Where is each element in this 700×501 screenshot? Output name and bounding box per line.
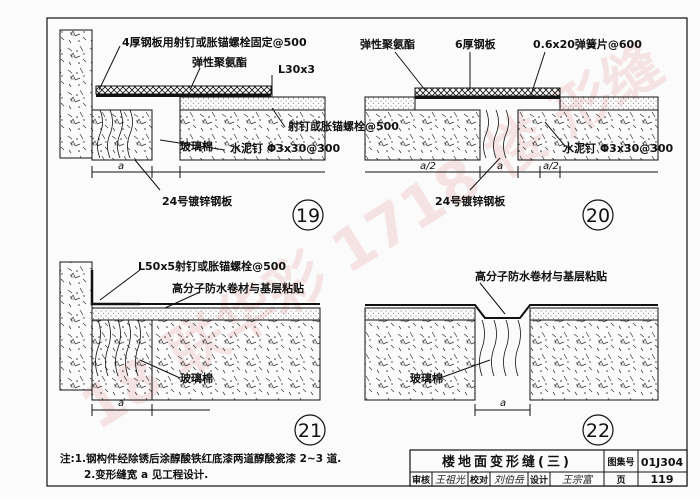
page-label: 页 [616, 475, 625, 486]
detail-number-22: 22 [586, 420, 610, 442]
check-signature: 刘伯岳 [494, 474, 525, 486]
leader-19e [159, 139, 226, 151]
design-label: 设计 [530, 474, 548, 486]
detail-number-21: 21 [298, 420, 322, 442]
page-number: 119 [651, 473, 674, 486]
slab-right-22 [529, 319, 659, 401]
notes: 注:1.钢构件经除锈后涂醇酸铁红底漆两道醇酸瓷漆 2~3 道. 2.变形缝宽 a… [60, 452, 341, 481]
screed-right-22 [529, 307, 659, 321]
design-signature: 王宗富 [562, 474, 594, 486]
label-angle-19: L30x3 [278, 63, 315, 76]
detail-20: 弹性聚氨酯 6厚钢板 0.6x20弹簧片@600 水泥钉 Φ3x30@300 2… [360, 37, 674, 231]
angle-21 [90, 270, 140, 306]
slab-left-22 [364, 319, 476, 401]
detail-number-circle-20 [582, 199, 614, 231]
atlas-number: 01J304 [641, 456, 684, 469]
label-nail-20: 水泥钉 Φ3x30@300 [563, 141, 674, 155]
note-line-1: 注:1.钢构件经除锈后涂醇酸铁红底漆两道醇酸瓷漆 2~3 道. [60, 452, 341, 465]
sheet-frame [46, 17, 688, 487]
detail-19: 4厚钢板用射钉或胀锚螺栓固定@500 弹性聚氨酯 L30x3 射钉或胀锚螺栓@5… [59, 29, 399, 231]
wall-21 [59, 261, 93, 391]
sheet-title: 楼地面变形缝(三) [442, 454, 572, 470]
atlas-label: 图集号 [607, 456, 634, 468]
label-sealant-20: 弹性聚氨酯 [360, 37, 415, 51]
label-glasswool-19: 玻璃棉 [180, 139, 213, 153]
wall-19 [59, 29, 93, 159]
label-membrane-22: 高分子防水卷材与基层粘贴 [475, 269, 607, 283]
dim-a-21: a [118, 398, 124, 409]
detail-number-circle-22 [582, 414, 614, 446]
sealant-strip-19 [95, 85, 272, 95]
leader-19a [98, 45, 121, 91]
screed-right-20 [559, 96, 659, 111]
slab-left-20 [364, 109, 481, 161]
sealant-strip-20 [414, 87, 561, 97]
label-sealant-19: 弹性聚氨酯 [192, 55, 247, 69]
screed-19 [179, 96, 326, 111]
screed-21 [91, 307, 321, 321]
slab-right-21 [151, 319, 321, 401]
detail-number-circle-21 [294, 414, 326, 446]
label-angle-21: L50x5射钉或胀锚螺栓@500 [138, 259, 286, 273]
label-membrane-21: 高分子防水卷材与基层粘贴 [172, 281, 304, 295]
review-signature: 王祖光 [435, 474, 466, 486]
dim-a2-20-right: a/2 [543, 161, 559, 172]
title-block: 楼地面变形缝(三) 图集号 01J304 审核 王祖光 校对 刘伯岳 设计 王宗… [409, 449, 688, 487]
glasswool-19 [97, 109, 133, 159]
label-galv-19: 24号镀锌钢板 [162, 194, 233, 208]
screed-left-22 [364, 307, 476, 321]
label-plate-20: 6厚钢板 [455, 37, 497, 51]
label-glasswool-22: 玻璃棉 [410, 371, 443, 385]
leader-19d [271, 107, 286, 128]
detail-number-19: 19 [296, 205, 320, 227]
detail-22: 高分子防水卷材与基层粘贴 玻璃棉 a 22 [364, 269, 659, 446]
detail-21: L50x5射钉或胀锚螺栓@500 高分子防水卷材与基层粘贴 玻璃棉 a 21 [59, 259, 326, 446]
label-galv-20: 24号镀锌钢板 [435, 194, 506, 208]
leader-19b [189, 67, 201, 91]
dim-a-20: a [497, 161, 503, 172]
steel-plate-20 [415, 96, 560, 99]
steel-plate-19 [96, 94, 271, 97]
glasswool-22 [479, 319, 521, 377]
label-plate-fix-19: 4厚钢板用射钉或胀锚螺栓固定@500 [122, 35, 307, 49]
label-spring-20: 0.6x20弹簧片@600 [533, 37, 642, 51]
dim-a-22: a [500, 398, 506, 409]
note-line-2: 2.变形缝宽 a 见工程设计. [84, 468, 208, 481]
detail-number-circle-19 [292, 199, 324, 231]
review-label: 审核 [412, 474, 430, 486]
screed-left-20 [364, 96, 416, 111]
label-glasswool-21: 玻璃棉 [180, 371, 213, 385]
label-nail-19: 水泥钉 Φ3x30@300 [230, 141, 341, 155]
slab-left-21 [91, 319, 153, 401]
check-label: 校对 [470, 474, 488, 486]
leader-19f [134, 159, 161, 191]
membrane-22 [365, 304, 658, 319]
dim-a-19: a [118, 161, 124, 172]
glasswool-20 [483, 109, 509, 159]
glasswool-21 [95, 319, 141, 377]
dim-a2-20-left: a/2 [420, 161, 436, 172]
detail-number-20: 20 [586, 205, 610, 227]
